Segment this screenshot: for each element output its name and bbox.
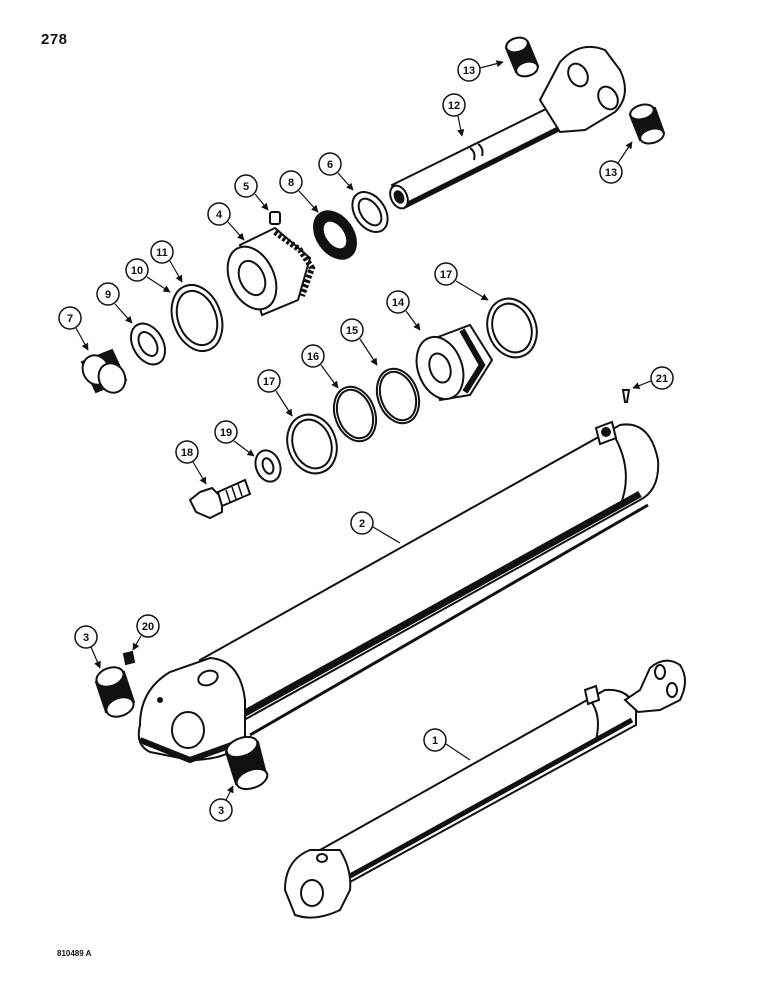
callout-6: 6 <box>318 152 354 191</box>
callout-12: 12 <box>442 93 466 137</box>
svg-text:3: 3 <box>83 632 89 644</box>
callout-15: 15 <box>340 318 378 366</box>
backup-ring-11-part <box>170 284 224 352</box>
svg-text:11: 11 <box>156 247 168 259</box>
svg-text:18: 18 <box>181 447 193 459</box>
washer-19-part <box>254 449 282 483</box>
bushing-13-right <box>628 103 666 145</box>
grease-fitting-21-part <box>621 389 631 403</box>
cylinder-barrel-large-part <box>137 420 660 764</box>
svg-text:6: 6 <box>327 159 333 171</box>
bushing-3-left <box>94 666 136 718</box>
callout-9: 9 <box>96 282 133 324</box>
seal-ring-part <box>351 191 389 233</box>
svg-text:3: 3 <box>218 805 224 817</box>
svg-text:21: 21 <box>656 373 668 385</box>
gland-part <box>226 226 316 317</box>
svg-text:19: 19 <box>220 427 232 439</box>
cylinder-assembly-part <box>283 659 686 919</box>
svg-text:16: 16 <box>307 351 319 363</box>
ring-17-upper-part <box>486 297 538 359</box>
ring-17-lower-part <box>286 413 338 475</box>
svg-text:17: 17 <box>263 376 275 388</box>
svg-text:15: 15 <box>346 325 358 337</box>
svg-text:20: 20 <box>142 621 154 633</box>
callout-8: 8 <box>279 170 319 213</box>
callout-13-top: 13 <box>457 58 504 82</box>
callout-13-right: 13 <box>599 141 633 184</box>
bushing-7-part <box>80 348 128 394</box>
svg-text:2: 2 <box>359 518 365 530</box>
page-number: 278 <box>41 31 68 48</box>
svg-text:4: 4 <box>216 209 223 221</box>
callout-21: 21 <box>632 366 674 390</box>
svg-text:13: 13 <box>605 167 617 179</box>
callout-10: 10 <box>125 258 171 293</box>
callout-3-lower: 3 <box>209 785 234 822</box>
svg-text:8: 8 <box>288 177 294 189</box>
callout-4: 4 <box>207 202 245 241</box>
piston-part <box>415 323 494 402</box>
svg-text:5: 5 <box>243 181 249 193</box>
figure-code: 810489 A <box>57 949 92 958</box>
callout-19: 19 <box>214 420 255 457</box>
callout-11: 11 <box>150 240 183 283</box>
callout-7: 7 <box>58 306 89 351</box>
set-screw-part <box>269 211 281 225</box>
callout-16: 16 <box>301 344 339 389</box>
wear-ring-part <box>313 210 357 260</box>
washer-9-part <box>129 322 167 366</box>
piston-rod-part <box>389 46 626 210</box>
grease-fitting-20-part <box>122 650 136 666</box>
callout-1: 1 <box>423 728 471 761</box>
bushing-13-top <box>504 36 540 78</box>
callout-14: 14 <box>386 290 421 331</box>
bolt-part <box>188 478 252 520</box>
callout-20: 20 <box>132 614 160 651</box>
svg-text:14: 14 <box>392 297 405 309</box>
callout-17-upper: 17 <box>434 262 489 301</box>
callout-3-upper: 3 <box>74 625 101 669</box>
callout-18: 18 <box>175 440 207 485</box>
svg-text:9: 9 <box>105 289 111 301</box>
svg-text:13: 13 <box>463 65 475 77</box>
ring-15-part <box>375 367 421 425</box>
callout-17-lower: 17 <box>257 369 293 417</box>
bushing-3-right <box>224 735 269 791</box>
callout-5: 5 <box>234 174 269 211</box>
svg-text:7: 7 <box>67 313 73 325</box>
svg-text:10: 10 <box>131 265 143 277</box>
callout-2: 2 <box>350 511 401 544</box>
svg-text:1: 1 <box>432 735 438 747</box>
svg-text:17: 17 <box>440 269 452 281</box>
svg-text:12: 12 <box>448 100 460 112</box>
ring-16-part <box>332 385 378 443</box>
